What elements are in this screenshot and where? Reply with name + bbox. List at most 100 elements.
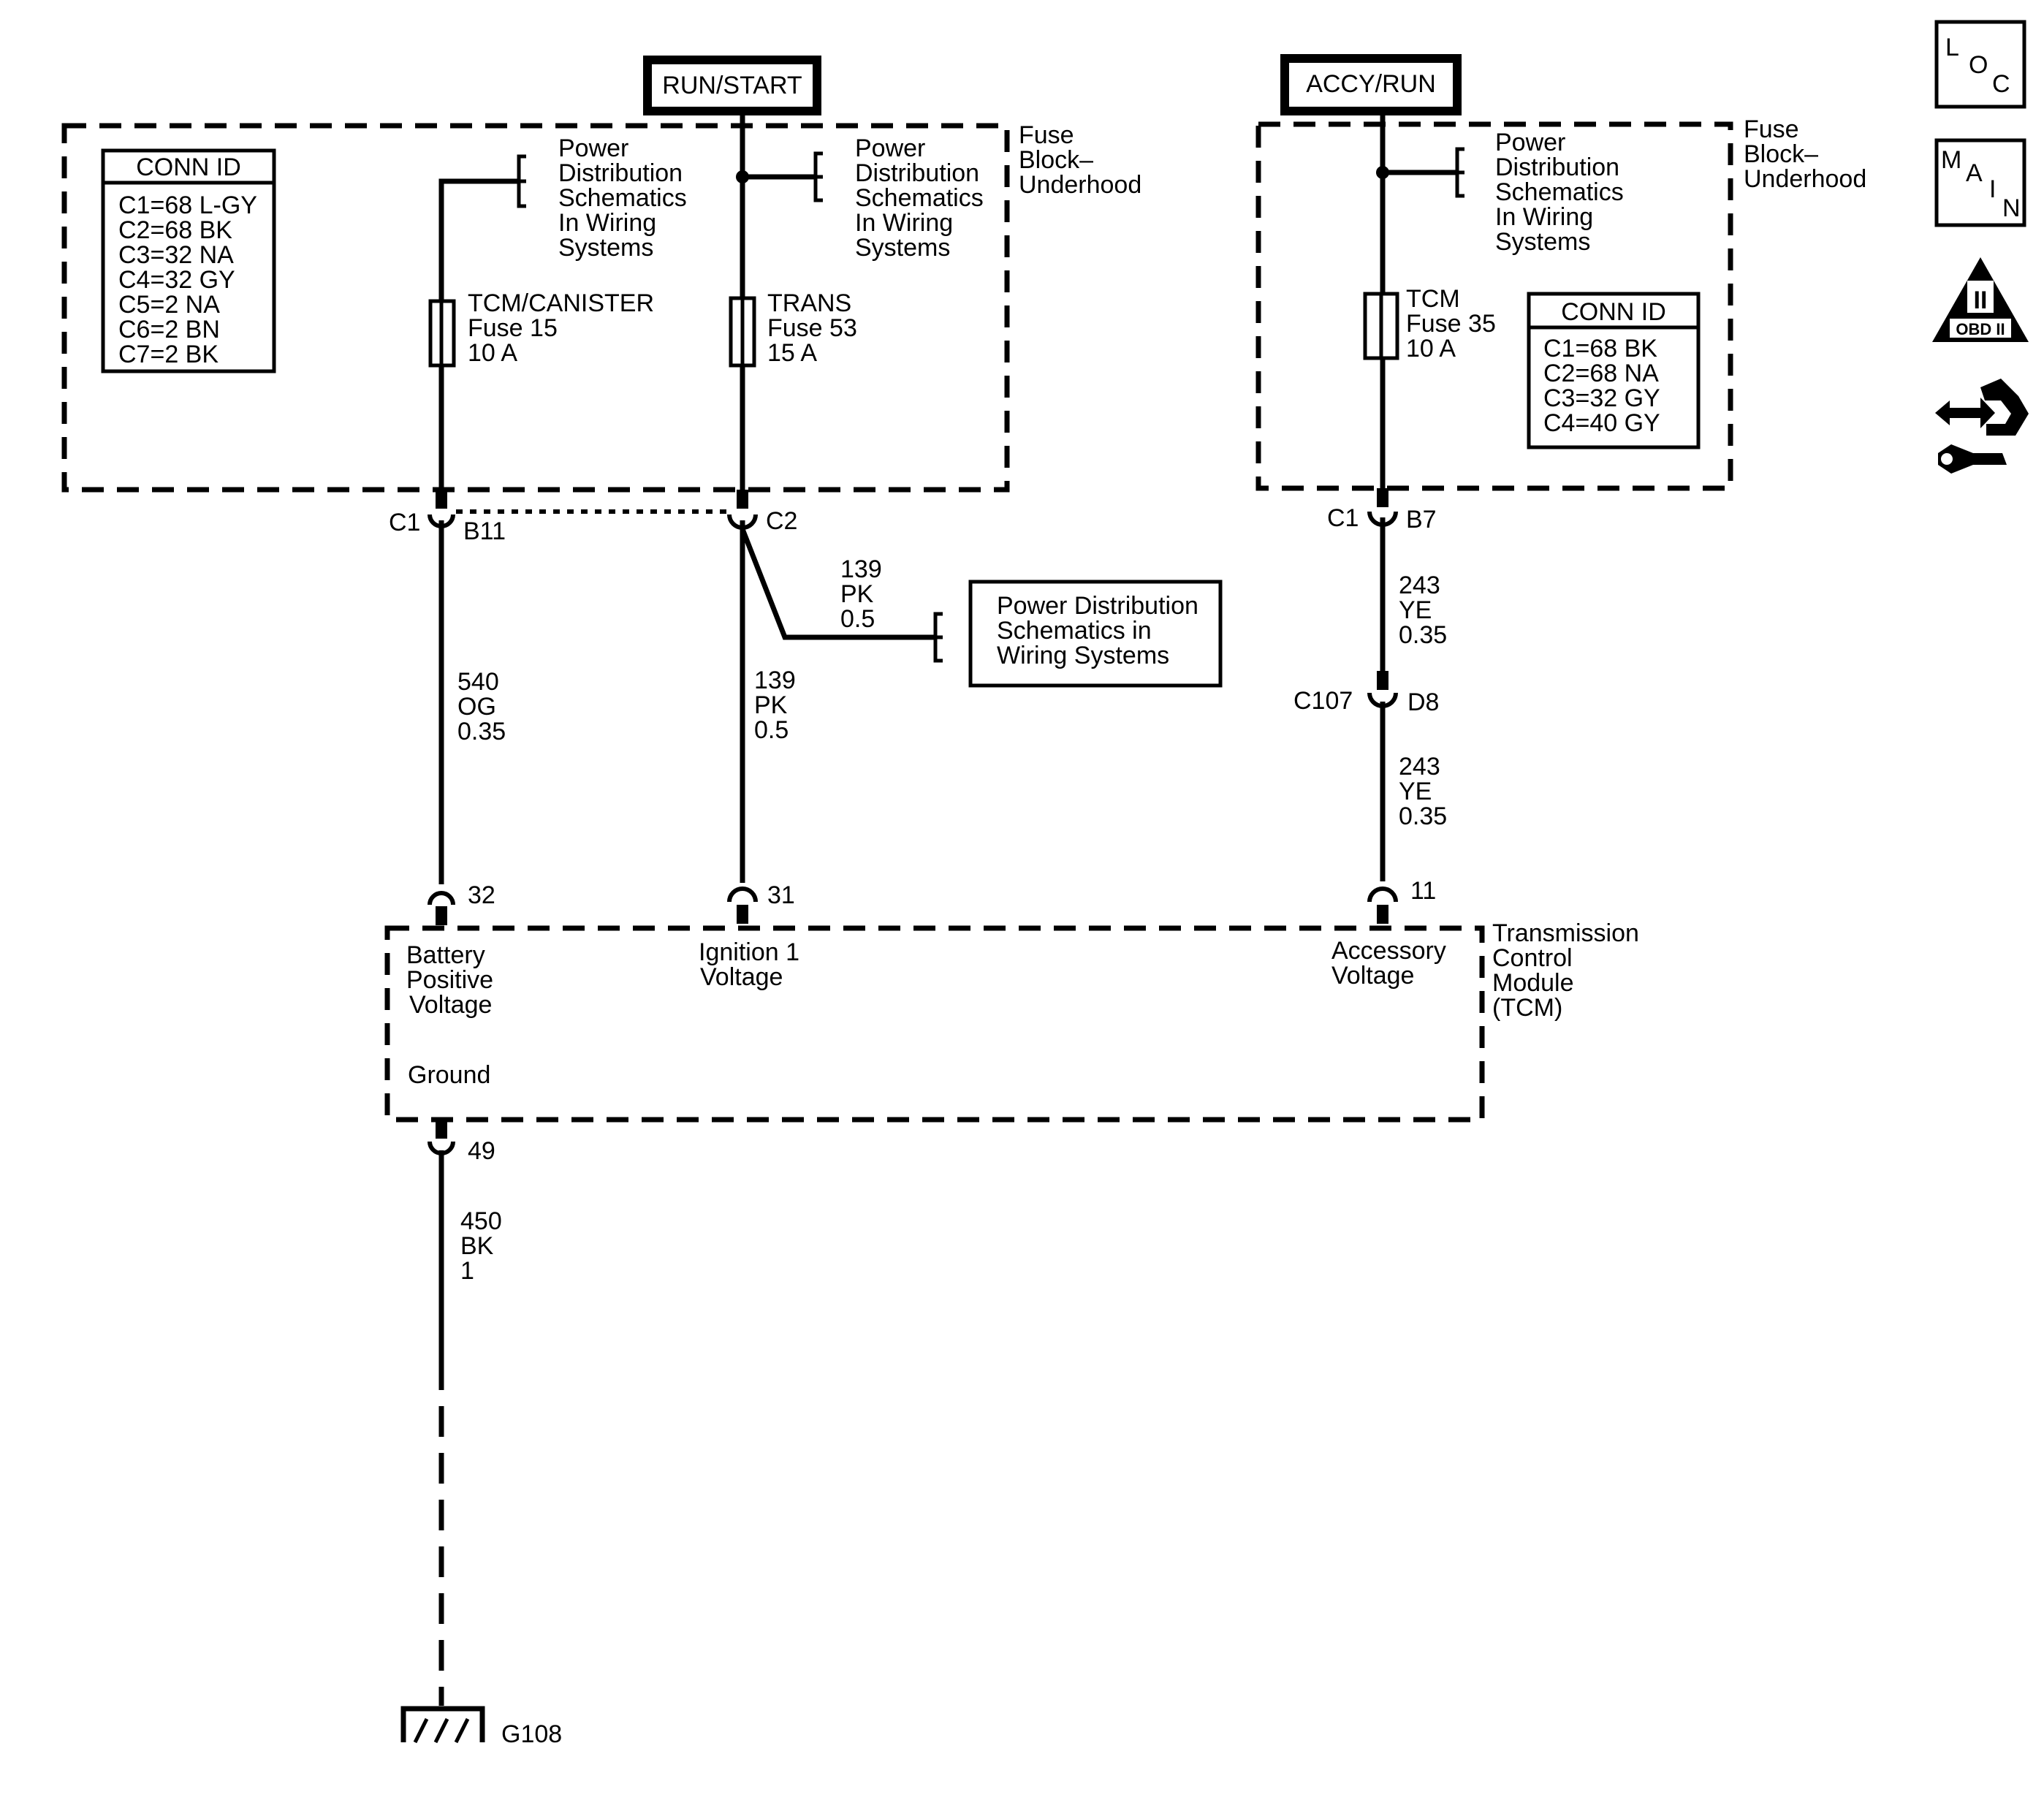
main-icon[interactable]: M A I N — [1934, 138, 2026, 227]
ground-g108: G108 — [400, 1706, 562, 1748]
loc-icon-letter: O — [1969, 51, 1988, 79]
conn-id-left-row: C1=68 L-GY — [118, 191, 257, 219]
main-icon-letter: A — [1966, 159, 1983, 187]
wire-139-label: PK — [754, 691, 788, 719]
fuse-block-right-title-1: Fuse — [1744, 115, 1799, 143]
pin-49-label: 49 — [468, 1137, 495, 1165]
wire-139-branch-label: 139 — [840, 555, 882, 583]
conn-id-right-header: CONN ID — [1561, 298, 1666, 326]
conn-id-table-right: CONN ID C1=68 BK C2=68 NA C3=32 GY C4=40… — [1527, 292, 1701, 449]
ref-power-dist-3-line: Power — [1495, 129, 1565, 156]
tcm-pin-31: 31 — [727, 881, 795, 924]
fuse35-label: 10 A — [1406, 335, 1456, 362]
wire-540-label: OG — [457, 693, 496, 721]
fuse53-circuit: Power Distribution Schematics In Wiring … — [729, 111, 984, 490]
fuse-block-left-title-1: Fuse — [1019, 121, 1074, 149]
ref-power-dist-1-line: Power — [558, 134, 628, 162]
power-dist-box-line: Wiring Systems — [997, 642, 1169, 669]
tcm-pin-49: 49 — [428, 1120, 495, 1165]
c2-label: C2 — [766, 507, 797, 535]
wire-243-upper-label: 0.35 — [1399, 621, 1447, 649]
conn-id-right-row: C3=32 GY — [1543, 384, 1660, 412]
conn-id-left-row: C2=68 BK — [118, 216, 232, 244]
obd-ii-numeral: II — [1974, 286, 1988, 314]
loc-icon[interactable]: L O C — [1934, 20, 2026, 109]
connector-repair-icon[interactable] — [1935, 379, 2029, 474]
wire-139-pk: 139 PK 0.5 139 PK 0.5 — [740, 520, 943, 883]
c1-left-label: C1 — [389, 509, 420, 536]
b11-label: B11 — [463, 517, 506, 545]
wire-139-label: 0.5 — [754, 716, 789, 744]
battery-voltage-label: Battery — [406, 941, 485, 969]
wire-139-branch-label: 0.5 — [840, 605, 875, 633]
wire-243-ye: 243 YE 0.35 C107 D8 243 YE 0.35 — [1293, 517, 1447, 881]
connector-c2: C2 — [727, 490, 797, 535]
fuse53-label: TRANS — [767, 289, 851, 317]
accessory-voltage-label: Accessory — [1331, 937, 1446, 965]
accy-run-source: ACCY/RUN — [1280, 54, 1462, 115]
transmission-control-module: Transmission Control Module (TCM) Batter… — [384, 919, 1639, 1123]
power-dist-box-line: Power Distribution — [997, 592, 1198, 620]
fuse35-circuit: Power Distribution Schematics In Wiring … — [1363, 111, 1624, 488]
ref-power-dist-1-line: Systems — [558, 234, 653, 262]
run-start-label: RUN/START — [662, 72, 802, 99]
fuse-block-underhood-right: Fuse Block– Underhood — [1255, 115, 1866, 491]
fuse-block-underhood-left: Fuse Block– Underhood — [61, 121, 1141, 493]
pin-11-label: 11 — [1410, 877, 1436, 905]
tcm-title-line: (TCM) — [1492, 994, 1562, 1022]
wire-450-label: 1 — [460, 1257, 474, 1285]
main-icon-letter: N — [2002, 194, 2021, 222]
fuse53-label: 15 A — [767, 339, 817, 367]
fuse53-label: Fuse 53 — [767, 314, 857, 342]
wire-243-lower-label: 243 — [1399, 753, 1440, 781]
conn-id-left-header: CONN ID — [136, 153, 241, 181]
loc-icon-letter: L — [1945, 34, 1959, 61]
wire-139-branch-label: PK — [840, 580, 874, 608]
ref-power-dist-2-line: Schematics — [855, 184, 984, 212]
wire-540-og: 540 OG 0.35 — [438, 520, 506, 884]
battery-voltage-label: Voltage — [409, 991, 492, 1019]
wire-450-label: BK — [460, 1232, 494, 1260]
fuse15-circuit: Power Distribution Schematics In Wiring … — [428, 134, 687, 490]
d8-label: D8 — [1407, 688, 1439, 716]
wire-243-upper-label: 243 — [1399, 572, 1440, 599]
conn-id-table-left: CONN ID C1=68 L-GY C2=68 BK C3=32 NA C4=… — [101, 148, 276, 373]
conn-id-left-row: C4=32 GY — [118, 266, 235, 294]
wire-243-lower-label: 0.35 — [1399, 802, 1447, 830]
ref-power-dist-3-line: In Wiring — [1495, 203, 1593, 231]
connector-c1-b7: C1 B7 — [1327, 488, 1437, 534]
fuse35-label: Fuse 35 — [1406, 310, 1496, 338]
loc-icon-letter: C — [1992, 70, 2010, 98]
fuse-block-right-title-3: Underhood — [1744, 165, 1866, 193]
run-start-source: RUN/START — [643, 56, 821, 115]
conn-id-right-row: C4=40 GY — [1543, 409, 1660, 437]
power-dist-box-line: Schematics in — [997, 617, 1152, 645]
ref-power-dist-2-line: Power — [855, 134, 925, 162]
fuse-block-left-title-3: Underhood — [1019, 171, 1141, 199]
conn-id-right-row: C2=68 NA — [1543, 360, 1659, 387]
conn-id-left-row: C5=2 NA — [118, 291, 220, 319]
ref-power-dist-3-line: Distribution — [1495, 153, 1619, 181]
fuse35-label: TCM — [1406, 285, 1460, 313]
pin-32-label: 32 — [468, 881, 495, 909]
ref-power-dist-1-line: Schematics — [558, 184, 687, 212]
conn-id-left-row: C3=32 NA — [118, 241, 234, 269]
fuse15-label: 10 A — [468, 339, 517, 367]
ignition-voltage-label: Voltage — [700, 963, 783, 991]
g108-label: G108 — [501, 1720, 562, 1748]
tcm-pin-32: 32 — [428, 881, 495, 925]
tcm-title-line: Transmission — [1492, 919, 1639, 947]
ref-power-dist-2-line: Systems — [855, 234, 950, 262]
ref-power-dist-2-line: Distribution — [855, 159, 979, 187]
battery-voltage-label: Positive — [406, 966, 493, 994]
conn-id-right-row: C1=68 BK — [1543, 335, 1657, 362]
main-icon-letter: M — [1941, 146, 1961, 174]
c107-label: C107 — [1293, 687, 1353, 715]
b7-label: B7 — [1406, 506, 1437, 534]
fuse15-label: TCM/CANISTER — [468, 289, 654, 317]
tcm-title-line: Control — [1492, 944, 1573, 972]
obd-ii-icon[interactable]: II OBD II — [1932, 257, 2029, 342]
fuse-block-left-title-2: Block– — [1019, 146, 1093, 174]
obd-ii-text: OBD II — [1956, 320, 2005, 338]
wire-450-bk: 450 BK 1 — [438, 1150, 502, 1706]
